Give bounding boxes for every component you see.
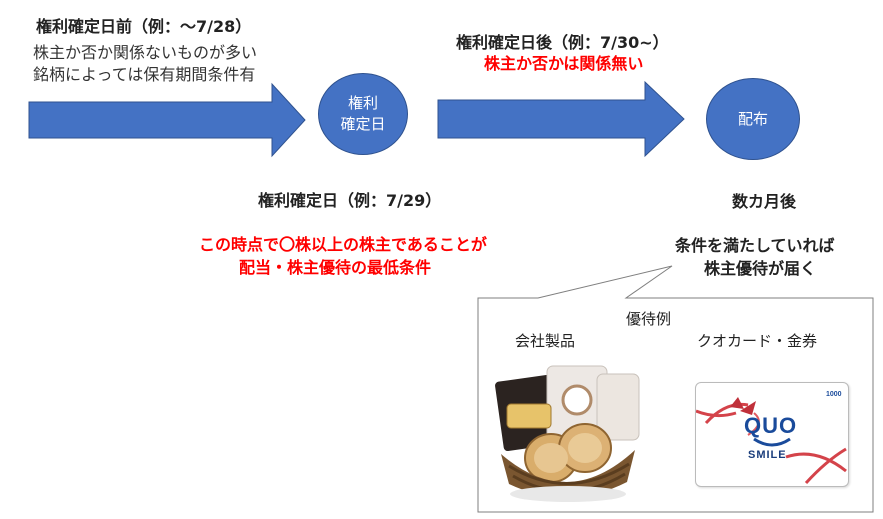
- quo-card-image: QUO SMILE 1000: [695, 382, 849, 487]
- condition-line1: この時点で〇株以上の株主であることが: [199, 235, 487, 254]
- delivery-line2: 株主優待が届く: [704, 259, 817, 278]
- product-example-label: 会社製品: [515, 332, 576, 350]
- months-later-label: 数カ月後: [732, 192, 797, 211]
- quo-logo: QUO: [744, 413, 798, 438]
- product-basket-image: [495, 365, 640, 502]
- record-date-node-line2: 確定日: [340, 115, 386, 133]
- after-note: 株主か否かは関係無い: [484, 54, 644, 73]
- smile-icon: [753, 437, 791, 447]
- after-title: 権利確定日後（例：7/30~）: [456, 33, 669, 52]
- record-date-node: 権利 確定日: [318, 73, 408, 155]
- before-line2: 銘柄によっては保有期間条件有: [33, 65, 256, 84]
- distribution-node-label: 配布: [737, 109, 768, 128]
- arrow-after-record-date: [437, 80, 685, 158]
- quo-value-text: 1000: [826, 391, 842, 398]
- record-date-node-line1: 権利: [347, 94, 378, 112]
- quo-smile-text: SMILE: [748, 449, 787, 461]
- record-date-title: 権利確定日（例：7/29）: [258, 191, 442, 210]
- delivery-line1: 条件を満たしていれば: [675, 236, 835, 255]
- distribution-node: 配布: [706, 78, 800, 160]
- before-line1: 株主か否か関係ないものが多い: [33, 43, 258, 62]
- ribbon-icon: [696, 397, 847, 485]
- examples-heading: 優待例: [626, 310, 672, 328]
- arrow-before-record-date: [28, 82, 306, 158]
- card-example-label: クオカード・金券: [697, 332, 818, 350]
- before-title: 権利確定日前（例：～7/28）: [36, 17, 252, 36]
- condition-line2: 配当・株主優待の最低条件: [239, 258, 432, 277]
